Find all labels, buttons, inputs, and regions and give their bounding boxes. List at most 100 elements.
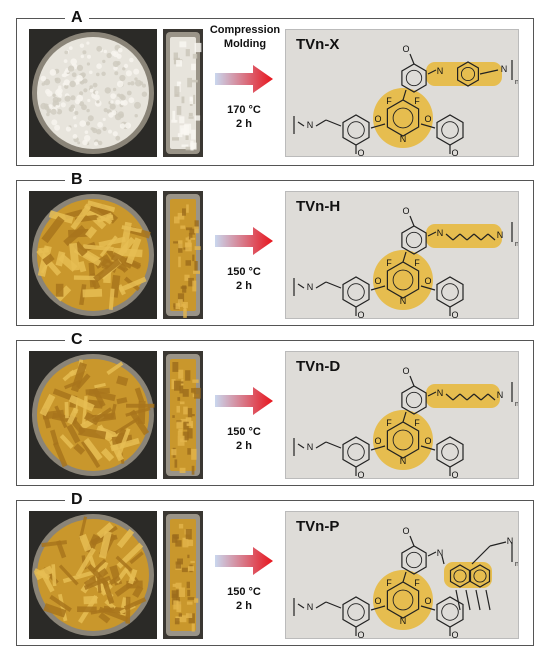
mold-texture bbox=[188, 112, 193, 117]
mold-texture bbox=[176, 601, 182, 613]
aromatic-ring bbox=[392, 107, 414, 129]
bond bbox=[452, 393, 461, 401]
mold-texture bbox=[191, 465, 195, 475]
process-line-1: Compression bbox=[209, 24, 281, 36]
mold-texture bbox=[172, 593, 177, 605]
pellet bbox=[97, 121, 103, 128]
temperature-label: 150 °C bbox=[227, 586, 261, 598]
pellet bbox=[55, 540, 67, 559]
bond bbox=[487, 233, 496, 241]
mold-texture bbox=[178, 81, 182, 84]
mold-texture bbox=[178, 256, 181, 268]
pellet bbox=[82, 244, 114, 252]
pellet bbox=[110, 100, 114, 104]
pellet bbox=[77, 260, 87, 273]
mold-texture bbox=[185, 417, 192, 425]
pellet bbox=[68, 394, 95, 412]
mold-photo bbox=[163, 29, 203, 157]
atom-label: N bbox=[307, 602, 314, 612]
atom-label: O bbox=[374, 596, 381, 606]
pellet bbox=[50, 429, 59, 446]
pellet bbox=[63, 59, 68, 63]
mold-texture bbox=[182, 302, 188, 309]
mold-texture bbox=[185, 260, 191, 266]
mold-texture bbox=[175, 303, 180, 310]
mold-texture bbox=[189, 97, 194, 104]
bond bbox=[315, 119, 327, 127]
bond bbox=[480, 393, 489, 401]
atom-label: F bbox=[414, 578, 420, 588]
mold-texture bbox=[172, 110, 176, 121]
pellet bbox=[88, 262, 96, 288]
pellet bbox=[41, 82, 45, 86]
pellet bbox=[117, 93, 121, 97]
mold-sample bbox=[166, 514, 200, 636]
pellet bbox=[85, 226, 98, 239]
panel-label: D bbox=[65, 491, 89, 509]
atom-label: F bbox=[414, 258, 420, 268]
pellet bbox=[81, 440, 101, 469]
ring-bond bbox=[436, 596, 464, 628]
temperature-label: 150 °C bbox=[227, 266, 261, 278]
pellet bbox=[60, 102, 66, 108]
pellet bbox=[62, 570, 94, 584]
pellet bbox=[82, 139, 88, 146]
pellet bbox=[94, 412, 117, 423]
pellet bbox=[134, 77, 138, 81]
pellet bbox=[103, 49, 108, 54]
pellet bbox=[68, 106, 74, 112]
mold-texture bbox=[191, 79, 198, 83]
mold-texture bbox=[191, 622, 195, 632]
pellet bbox=[128, 568, 138, 585]
mold-texture bbox=[183, 431, 189, 441]
pellet bbox=[104, 599, 116, 611]
mold-texture bbox=[180, 286, 187, 289]
pellet bbox=[89, 88, 94, 93]
mold-texture bbox=[188, 566, 194, 571]
pellet bbox=[49, 69, 57, 76]
pellet bbox=[106, 361, 124, 376]
pellet bbox=[102, 126, 107, 131]
pellet bbox=[69, 80, 76, 88]
pellet bbox=[57, 92, 63, 98]
atom-label: F bbox=[386, 96, 392, 106]
aromatic-ring bbox=[392, 269, 414, 291]
mold-texture bbox=[194, 387, 201, 399]
pellet bbox=[68, 46, 73, 50]
pellet bbox=[67, 65, 75, 72]
pellet bbox=[85, 387, 110, 395]
pellet bbox=[104, 87, 112, 94]
mold-texture bbox=[186, 423, 193, 426]
bond bbox=[489, 541, 507, 547]
pellet bbox=[51, 119, 58, 126]
mold-texture bbox=[194, 261, 198, 271]
pellet bbox=[70, 205, 91, 230]
aromatic-ring bbox=[347, 603, 365, 621]
pellet bbox=[118, 276, 147, 293]
mold-texture bbox=[177, 133, 183, 138]
mold-texture bbox=[174, 380, 181, 391]
mold-photo bbox=[163, 351, 203, 479]
pyridine-highlight bbox=[373, 410, 433, 470]
aromatic-ring bbox=[347, 443, 365, 461]
aromatic-ring bbox=[441, 121, 459, 139]
pellet bbox=[103, 108, 108, 113]
mold-texture bbox=[174, 618, 180, 625]
pellet bbox=[82, 50, 87, 55]
atom-label: F bbox=[386, 258, 392, 268]
bond bbox=[297, 443, 305, 449]
mold-texture bbox=[174, 86, 180, 97]
atom-label: O bbox=[402, 526, 409, 536]
mold-texture bbox=[177, 299, 183, 307]
aromatic-ring bbox=[392, 429, 414, 451]
mold-texture bbox=[173, 52, 178, 61]
mold-texture bbox=[181, 567, 188, 573]
time-label: 2 h bbox=[236, 118, 252, 130]
mold-texture bbox=[183, 406, 188, 415]
mold-texture bbox=[183, 421, 189, 430]
bond bbox=[325, 281, 342, 289]
pellet bbox=[79, 120, 86, 127]
